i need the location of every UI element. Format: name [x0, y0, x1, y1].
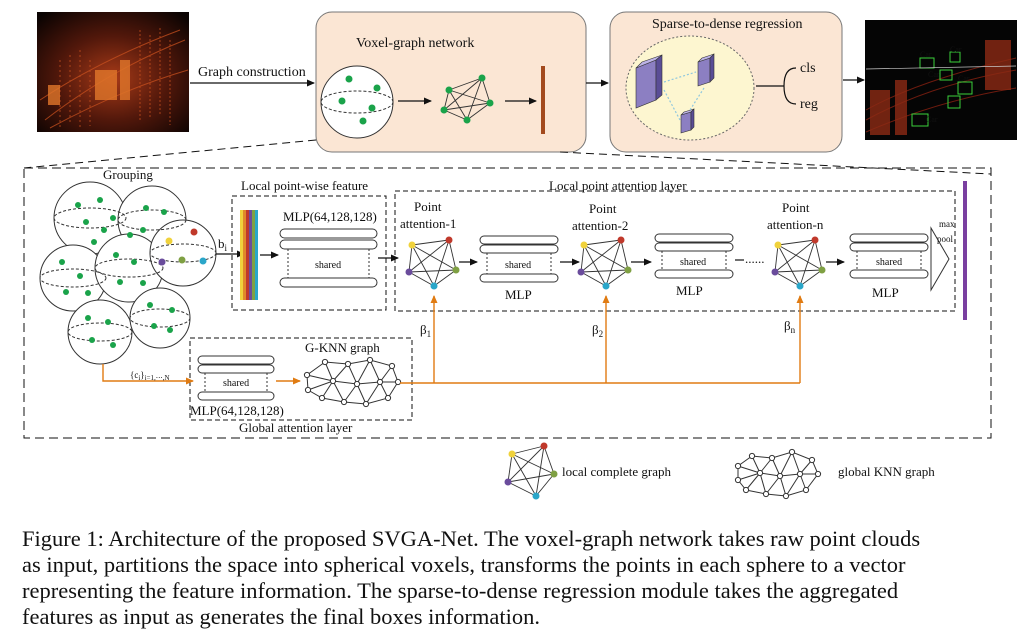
centers-label: {ci}i=1,⋯,N [130, 370, 170, 382]
reg-label: reg [800, 97, 818, 112]
global-mlp-label: MLP(64,128,128) [190, 403, 284, 418]
legend-local-complete-graph-icon [504, 442, 558, 500]
b-i-label: bi [218, 236, 228, 253]
voxel-graph-network-box: Voxel-graph network [315, 11, 587, 153]
legend-global-knn-graph-icon [734, 448, 822, 500]
beta-1-label: β1 [420, 322, 431, 339]
grouping-points [59, 197, 175, 348]
centers-arrow [102, 364, 194, 385]
car-label-1: Car [920, 50, 932, 59]
mlp-1-shared-label: shared [505, 260, 531, 271]
detail-dashed-frame [23, 167, 992, 439]
pointwise-feature-bars [240, 210, 258, 300]
output-detection-image: Car Car Car Car Car [865, 20, 1017, 140]
caption-line-3: representing the feature information. Th… [22, 578, 899, 603]
gknn-graph-label: G-KNN graph [305, 340, 380, 355]
local-pointwise-feature-label: Local point-wise feature [241, 178, 368, 193]
mlp-block-2 [654, 233, 734, 279]
local-shared-label: shared [315, 260, 341, 271]
beta-arrows [400, 295, 804, 384]
input-point-cloud-image [37, 12, 189, 132]
sparse-to-dense-regression-box: Sparse-to-dense regression cls reg [609, 11, 843, 153]
point-attention-2-line2: attention-2 [572, 218, 628, 233]
mlp-n-shared-label: shared [876, 257, 902, 268]
sparse-feature-cube-small [680, 108, 695, 134]
sparse-feature-cube-large [635, 54, 663, 109]
point-attention-2-line1: Point [589, 201, 617, 216]
output-feature-bar [963, 181, 967, 320]
point-attention-n-line2: attention-n [767, 217, 824, 232]
sparse-to-dense-title: Sparse-to-dense regression [652, 17, 802, 32]
zoom-line-left [23, 139, 317, 169]
ellipsis-label: ...... [745, 251, 765, 266]
grouping-highlight-nodes [158, 228, 207, 266]
legend-local-complete-graph-label: local complete graph [562, 464, 672, 479]
local-pointwise-feature-box [231, 195, 387, 311]
global-mlp-block [197, 355, 275, 401]
zoom-line-right [559, 151, 992, 175]
beta-n-label: βn [784, 318, 796, 335]
car-label-3: Car [958, 74, 970, 83]
mlp-1-label: MLP [505, 287, 532, 302]
grouping-spheres [39, 181, 217, 365]
car-label-4: Car [950, 45, 962, 54]
car-label-5: Car [926, 115, 938, 124]
beta-2-label: β2 [592, 322, 603, 339]
local-point-attention-layer-box [394, 190, 956, 312]
complete-graph-icon [443, 77, 491, 121]
attention-graph-n [771, 236, 826, 290]
graph-construction-label: Graph construction [198, 65, 306, 80]
attention-graph-2 [577, 236, 632, 290]
max-label: max [939, 219, 955, 229]
caption-line-1: Figure 1: Architecture of the proposed S… [22, 526, 921, 551]
sparse-feature-cube-medium [697, 53, 715, 87]
cls-label: cls [800, 61, 816, 76]
attention-graph-1 [405, 236, 460, 290]
local-mlp-label: MLP(64,128,128) [283, 209, 377, 224]
mlp-2-shared-label: shared [680, 257, 706, 268]
car-label-2: Car [928, 70, 940, 79]
max-pool-shape [930, 226, 950, 292]
local-mlp-block [279, 228, 378, 288]
point-attention-1-line1: Point [414, 199, 442, 214]
point-attention-n-line1: Point [782, 200, 810, 215]
legend-global-knn-graph-label: global KNN graph [838, 464, 935, 479]
mlp-block-1 [479, 235, 559, 283]
pool-label: pool [937, 234, 954, 244]
grouping-label: Grouping [103, 167, 153, 182]
feature-vector-bar [541, 66, 545, 134]
local-point-attention-layer-label: Local point attention layer [549, 178, 687, 193]
mlp-n-label: MLP [872, 285, 899, 300]
mlp-2-label: MLP [676, 283, 703, 298]
figure-caption: Figure 1: Architecture of the proposed S… [22, 526, 1022, 630]
caption-line-2: as input, partitions the space into sphe… [22, 552, 906, 577]
gknn-graph-icon [306, 359, 399, 405]
architecture-figure: Graph construction Voxel-graph network [23, 11, 1017, 500]
caption-line-4: features as input as generates the final… [22, 604, 540, 629]
global-shared-label: shared [223, 378, 249, 389]
mlp-block-n [849, 233, 929, 279]
voxel-graph-network-title: Voxel-graph network [356, 36, 474, 51]
point-attention-1-line2: attention-1 [400, 216, 456, 231]
global-attention-layer-label: Global attention layer [239, 420, 353, 435]
